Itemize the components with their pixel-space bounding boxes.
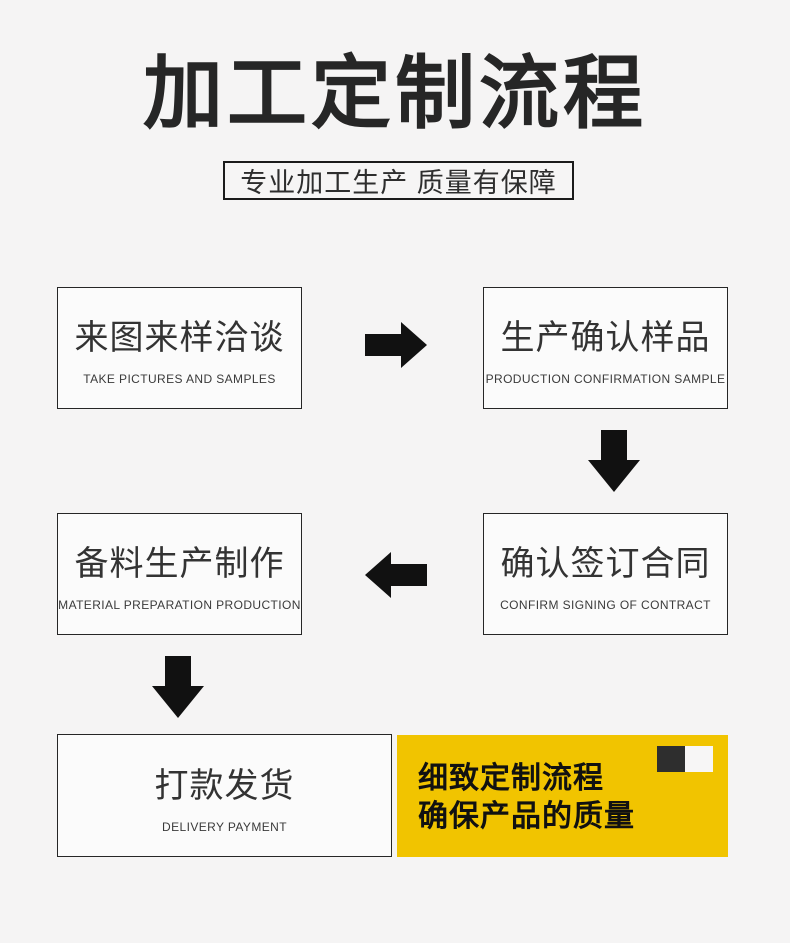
flow-step-3: 确认签订合同 CONFIRM SIGNING OF CONTRACT <box>483 513 728 635</box>
step-title: 生产确认样品 <box>500 319 711 357</box>
step-subtitle: MATERIAL PREPARATION PRODUCTION <box>58 598 301 612</box>
step-title: 来图来样洽谈 <box>74 319 285 357</box>
arrow-down-icon <box>588 430 640 492</box>
step-subtitle: DELIVERY PAYMENT <box>162 819 287 834</box>
callout-line-2: 确保产品的质量 <box>418 800 635 833</box>
step-title: 备料生产制作 <box>74 545 285 583</box>
step-title: 确认签订合同 <box>500 545 711 583</box>
step-subtitle: TAKE PICTURES AND SAMPLES <box>83 372 276 386</box>
arrow-right-icon <box>365 322 427 368</box>
quality-callout: 细致定制流程 确保产品的质量 <box>397 735 728 857</box>
step-subtitle: PRODUCTION CONFIRMATION SAMPLE <box>485 372 726 386</box>
dark-square <box>657 746 685 772</box>
flow-step-2: 生产确认样品 PRODUCTION CONFIRMATION SAMPLE <box>483 287 728 409</box>
flow-step-1: 来图来样洽谈 TAKE PICTURES AND SAMPLES <box>57 287 302 409</box>
flow-step-4: 备料生产制作 MATERIAL PREPARATION PRODUCTION <box>57 513 302 635</box>
step-subtitle: CONFIRM SIGNING OF CONTRACT <box>500 598 711 612</box>
subtitle-text: 专业加工生产 质量有保障 <box>240 168 557 198</box>
step-title: 打款发货 <box>154 766 295 805</box>
arrow-down-icon <box>152 656 204 718</box>
callout-line-1: 细致定制流程 <box>418 762 604 795</box>
page-title: 加工定制流程 <box>143 49 647 138</box>
flow-step-5: 打款发货 DELIVERY PAYMENT <box>57 734 392 857</box>
subtitle-badge: 专业加工生产 质量有保障 <box>223 161 574 200</box>
two-squares-icon <box>657 746 713 772</box>
arrow-left-icon <box>365 552 427 598</box>
light-square <box>685 746 713 772</box>
